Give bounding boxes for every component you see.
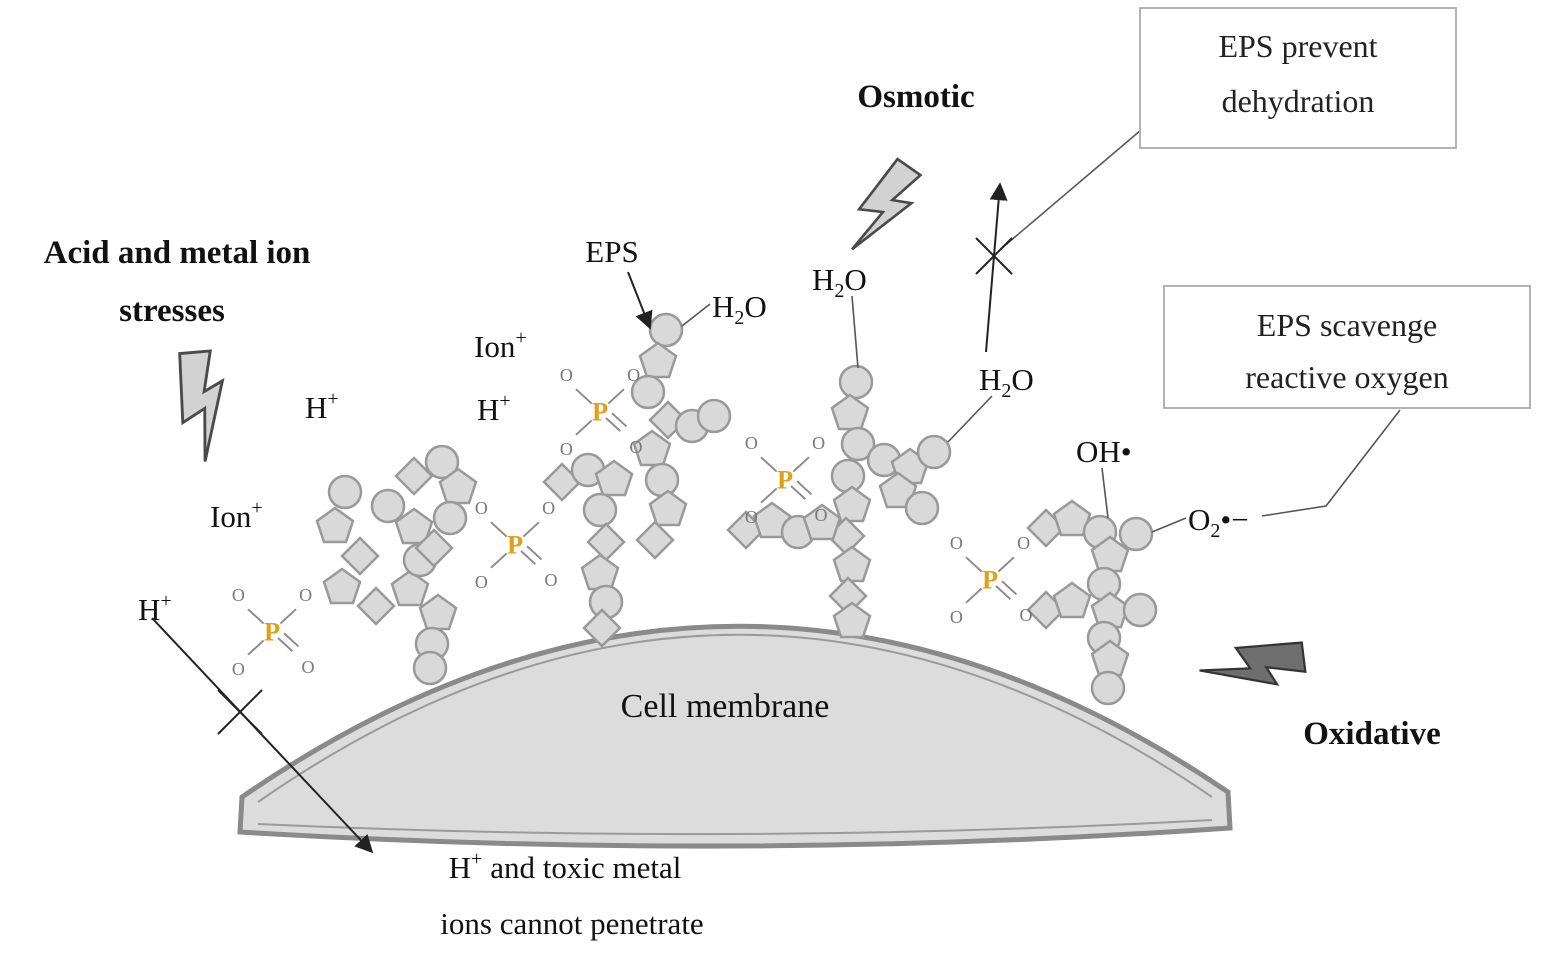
callout-dehydration-line1: EPS prevent bbox=[1218, 28, 1377, 64]
penetration-note-line1: H+and toxic metal bbox=[449, 848, 682, 885]
connector-lines bbox=[681, 129, 1401, 533]
h2o-label-3: H2O bbox=[979, 362, 1034, 402]
water-escape-arrow bbox=[985, 182, 1008, 353]
cell-membrane-label: Cell membrane bbox=[621, 688, 830, 725]
callout-scavenge-line1: EPS scavenge bbox=[1257, 307, 1437, 343]
eps-pointer-arrow bbox=[627, 271, 653, 330]
phosphate-group-3 bbox=[558, 363, 644, 461]
acid-stress-label-line2: stresses bbox=[119, 293, 225, 329]
ion-plus-label-2: Ion+ bbox=[474, 327, 527, 364]
callout-dehydration-line2: dehydration bbox=[1222, 83, 1375, 119]
phosphate-group-1 bbox=[230, 583, 316, 681]
h-plus-label-1: H+ bbox=[305, 388, 339, 425]
phosphate-group-2 bbox=[473, 496, 559, 594]
polymer-chain-right bbox=[1026, 499, 1158, 706]
osmotic-stress-label: Osmotic bbox=[857, 79, 974, 115]
callout-dehydration: EPS prevent dehydration bbox=[1139, 7, 1457, 149]
phosphate-group-5 bbox=[948, 531, 1034, 629]
h-plus-label-2: H+ bbox=[138, 590, 172, 627]
h2o-label-1: H2O bbox=[712, 289, 767, 329]
penetration-note-line2: ions cannot penetrate bbox=[440, 906, 703, 941]
superoxide-label: O2•− bbox=[1188, 502, 1249, 542]
acid-stress-label-line1: Acid and metal ion bbox=[44, 235, 311, 271]
oxidative-stress-label: Oxidative bbox=[1303, 716, 1441, 752]
ion-penetration-arrow bbox=[151, 617, 374, 854]
polymer-chain-left bbox=[315, 444, 478, 686]
eps-label: EPS bbox=[585, 234, 638, 269]
oh-radical-label: OH• bbox=[1076, 434, 1132, 469]
osmotic-stress-lightning-icon bbox=[842, 151, 927, 265]
blocked-x-dehydration bbox=[975, 237, 1013, 275]
h-plus-label-3: H+ bbox=[477, 390, 511, 427]
ion-plus-label-1: Ion+ bbox=[210, 497, 263, 534]
blocked-x-membrane bbox=[217, 689, 263, 735]
cell-membrane: Cell membrane bbox=[237, 623, 1233, 849]
callout-scavenge: EPS scavenge reactive oxygen bbox=[1163, 285, 1531, 409]
oxidative-stress-lightning-icon bbox=[1195, 624, 1314, 709]
callout-scavenge-line2: reactive oxygen bbox=[1245, 359, 1448, 395]
h2o-label-2: H2O bbox=[812, 262, 867, 302]
acid-stress-lightning-icon bbox=[160, 342, 246, 466]
